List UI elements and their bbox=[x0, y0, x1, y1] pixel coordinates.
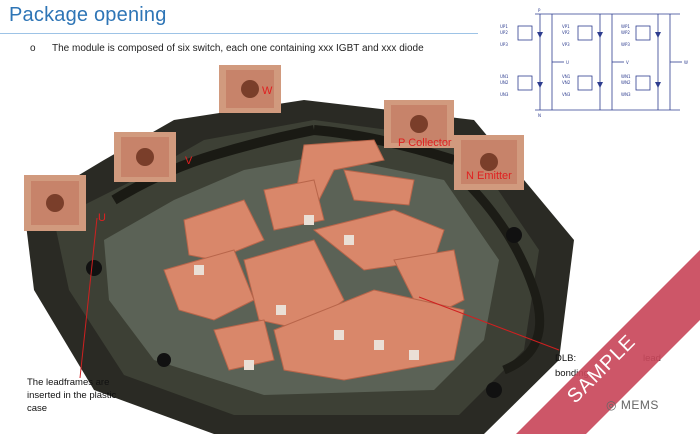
leadframe-pointer bbox=[79, 217, 98, 379]
gate-label: UN2 bbox=[500, 80, 509, 85]
gate-label: WP2 bbox=[621, 30, 630, 35]
gate-label: UP2 bbox=[500, 30, 508, 35]
dlb-note-prefix: DLB: bbox=[555, 353, 577, 364]
dlb-note-lead: lead bbox=[643, 353, 661, 364]
output-w-text: W bbox=[684, 60, 688, 65]
title-underline bbox=[0, 33, 478, 34]
gate-label: VN1 bbox=[562, 74, 571, 79]
gate-label: UP3 bbox=[500, 42, 508, 47]
mounting-hole bbox=[506, 227, 522, 243]
mems-watermark: ◎ MEMS bbox=[606, 398, 659, 412]
terminal-n bbox=[454, 135, 524, 190]
leadframe-note-line2: inserted in the plastic bbox=[27, 390, 117, 401]
module-photo bbox=[24, 65, 574, 434]
slide-title: Package opening bbox=[9, 4, 167, 26]
mounting-hole bbox=[86, 260, 102, 276]
burnt-edge bbox=[111, 125, 456, 205]
brand-text: MEMS bbox=[620, 398, 659, 412]
terminal-p-text: P bbox=[538, 8, 541, 13]
leadframe-note: The leadframes are inserted in the plast… bbox=[27, 376, 139, 415]
gate-label: UN3 bbox=[500, 92, 509, 97]
gate-label: VN3 bbox=[562, 92, 571, 97]
mounting-hole bbox=[157, 353, 171, 367]
wechat-icon: ◎ bbox=[606, 398, 617, 412]
label-p-collector: P Collector bbox=[398, 137, 452, 149]
gate-label: UN1 bbox=[500, 74, 509, 79]
mounting-hole bbox=[486, 382, 502, 398]
inverter-schematic: P N U V W UP1 UP2 UP3 VP1 VP2 VP3 WP1 WP… bbox=[500, 8, 688, 118]
label-n-emitter: N Emitter bbox=[466, 170, 512, 182]
bullet-marker: o bbox=[30, 43, 36, 54]
terminal-w bbox=[219, 65, 281, 113]
leadframe-note-line3: case bbox=[27, 403, 48, 414]
gate-label: WN2 bbox=[621, 80, 631, 85]
output-u-text: U bbox=[566, 60, 569, 65]
terminal-n-text: N bbox=[538, 113, 541, 118]
dies bbox=[194, 215, 419, 370]
gate-label: WN1 bbox=[621, 74, 631, 79]
gate-label: VP3 bbox=[562, 42, 570, 47]
label-w: W bbox=[262, 85, 273, 97]
leadframe-note-line1: The leadframes are bbox=[27, 377, 110, 388]
label-u: U bbox=[98, 212, 106, 224]
gate-label: VP1 bbox=[562, 24, 570, 29]
gate-label: WN3 bbox=[621, 92, 631, 97]
gate-label: VP2 bbox=[562, 30, 570, 35]
gate-label: WP3 bbox=[621, 42, 630, 47]
bullet-text: The module is composed of six switch, ea… bbox=[52, 43, 424, 54]
gate-label: UP1 bbox=[500, 24, 508, 29]
terminal-u bbox=[24, 175, 86, 231]
label-v: V bbox=[185, 155, 193, 167]
terminal-p bbox=[384, 100, 454, 148]
output-v-text: V bbox=[626, 60, 629, 65]
gate-label: VN2 bbox=[562, 80, 571, 85]
terminal-v bbox=[114, 132, 176, 182]
gate-label: WP1 bbox=[621, 24, 630, 29]
